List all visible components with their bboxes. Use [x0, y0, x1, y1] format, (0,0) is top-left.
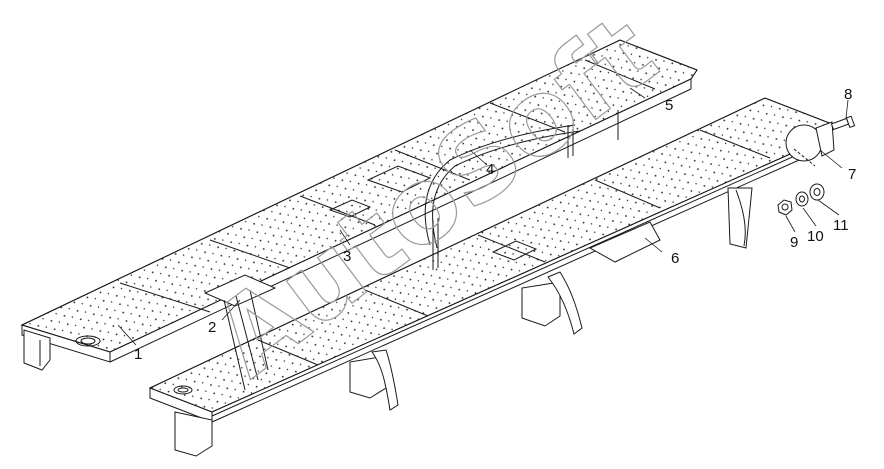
support-legs: [174, 187, 753, 457]
upper-floor-panel: [20, 39, 698, 363]
end-cover-plate: [785, 121, 835, 167]
lower-floor-panel: [148, 97, 833, 423]
label-5: 5: [665, 97, 673, 114]
lock-washer-icon: [795, 191, 809, 207]
bolt-icon: [830, 115, 856, 131]
callout-labels: 1 2 3 4 5 6 7 8 9 10 11: [134, 86, 856, 363]
label-4: 4: [486, 161, 494, 178]
leader-lines: [117, 87, 849, 346]
upper-end-bracket: [23, 329, 51, 371]
label-6: 6: [671, 250, 679, 267]
label-3: 3: [343, 248, 351, 265]
label-7: 7: [848, 166, 856, 183]
label-2: 2: [208, 319, 216, 336]
label-11: 11: [833, 217, 849, 234]
label-9: 9: [790, 234, 798, 251]
label-8: 8: [844, 86, 852, 103]
bracket-2: [203, 274, 277, 391]
label-1: 1: [134, 346, 142, 363]
flat-washer-icon: [809, 183, 825, 201]
nut-icon: [777, 199, 793, 216]
center-frame-assembly: [424, 110, 619, 270]
label-10: 10: [807, 228, 824, 245]
